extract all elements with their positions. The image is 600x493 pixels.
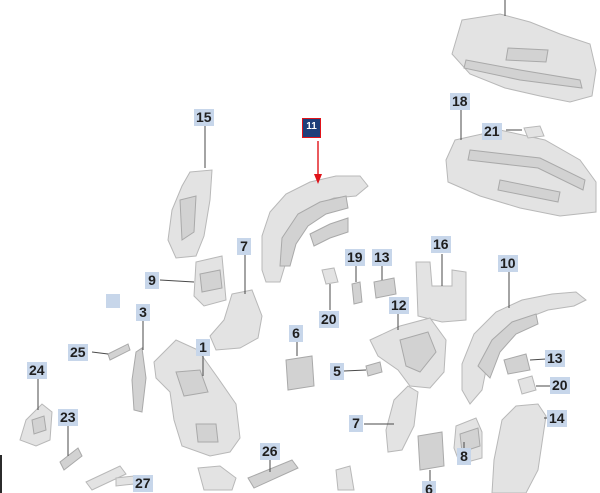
callout-12[interactable]: 12 xyxy=(389,297,409,314)
part-18-panel-upper[interactable] xyxy=(451,13,597,103)
part-20-clip-lower[interactable] xyxy=(517,375,537,395)
callout-8[interactable]: 8 xyxy=(457,448,471,465)
part-27-rail[interactable] xyxy=(85,465,135,491)
part-19-clip[interactable] xyxy=(351,281,363,305)
callout-10[interactable]: 10 xyxy=(498,255,518,272)
part-7-bracket-upper[interactable] xyxy=(209,289,263,351)
part-3-strip[interactable] xyxy=(131,347,147,413)
callout-1[interactable]: 1 xyxy=(196,339,210,356)
left-edge-marker xyxy=(0,455,2,493)
callout-23[interactable]: 23 xyxy=(58,409,78,426)
part-14-trim-panel[interactable] xyxy=(491,403,547,493)
callout-11-highlighted[interactable]: 11 xyxy=(302,118,321,138)
callout-6-lower[interactable]: 6 xyxy=(422,481,436,493)
part-9-block[interactable] xyxy=(193,255,227,307)
callout-25[interactable]: 25 xyxy=(68,344,88,361)
part-26-rail[interactable] xyxy=(247,459,299,489)
callout-14[interactable]: 14 xyxy=(547,410,567,427)
part-21-clip[interactable] xyxy=(523,125,545,139)
part-25-rod[interactable] xyxy=(107,343,131,361)
callout-5[interactable]: 5 xyxy=(330,363,344,380)
part-20-clip-upper[interactable] xyxy=(321,267,339,285)
callout-7-upper[interactable]: 7 xyxy=(237,238,251,255)
part-16-panel[interactable] xyxy=(415,261,467,323)
part-13-pad-upper[interactable] xyxy=(373,277,397,299)
callout-18[interactable]: 18 xyxy=(450,93,470,110)
part-6-block-upper[interactable] xyxy=(285,355,315,391)
callout-7-lower[interactable]: 7 xyxy=(349,415,363,432)
callout-27[interactable]: 27 xyxy=(133,475,153,492)
part-5-clip[interactable] xyxy=(365,361,383,377)
part-13-pad-lower[interactable] xyxy=(503,353,531,375)
part-10-wheelhouse-liner-rear[interactable] xyxy=(461,291,587,405)
part-7-bracket-lower[interactable] xyxy=(385,385,419,453)
callout-15[interactable]: 15 xyxy=(194,109,214,126)
callout-26[interactable]: 26 xyxy=(260,443,280,460)
callout-24[interactable]: 24 xyxy=(27,362,47,379)
part-24-bracket[interactable] xyxy=(19,403,53,447)
callout-19[interactable]: 19 xyxy=(345,249,365,266)
callout-13-lower[interactable]: 13 xyxy=(545,350,565,367)
callout-20-upper[interactable]: 20 xyxy=(319,311,339,328)
part-fragment-lower-center xyxy=(197,465,355,491)
callout-20-lower[interactable]: 20 xyxy=(550,377,570,394)
part-15-trim[interactable] xyxy=(167,169,213,259)
part-6-block-lower[interactable] xyxy=(417,431,445,471)
callout-13-upper[interactable]: 13 xyxy=(372,249,392,266)
callout-9[interactable]: 9 xyxy=(145,272,159,289)
callout-3[interactable]: 3 xyxy=(136,304,150,321)
part-12-bracket[interactable] xyxy=(369,317,447,389)
part-23-strip[interactable] xyxy=(59,447,83,471)
part-11-wheelhouse-liner[interactable] xyxy=(261,175,369,283)
callout-6-upper[interactable]: 6 xyxy=(289,325,303,342)
blank-callout-box xyxy=(106,294,120,308)
part-18-panel-lower[interactable] xyxy=(445,129,597,217)
callout-21[interactable]: 21 xyxy=(482,123,502,140)
callout-16[interactable]: 16 xyxy=(431,236,451,253)
part-1-side-panel[interactable] xyxy=(153,339,241,457)
